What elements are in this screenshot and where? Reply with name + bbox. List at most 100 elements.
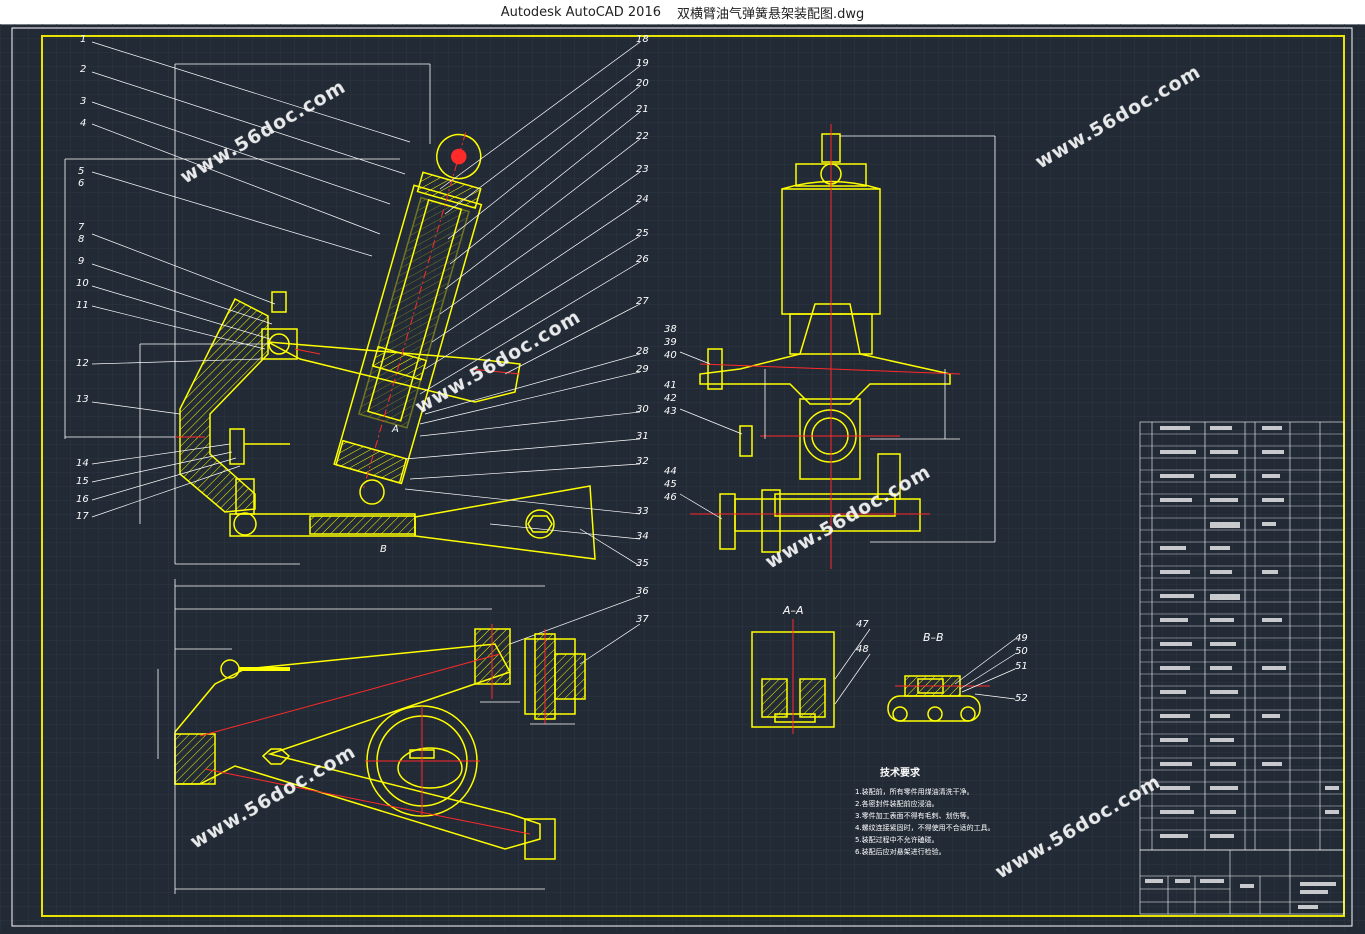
arrow-a-label: A	[391, 424, 399, 435]
part-21: 21	[636, 104, 649, 115]
arm-nut	[261, 748, 291, 765]
tech-req-title: 技术要求	[880, 766, 921, 779]
title-block	[1139, 849, 1345, 915]
upper-arm	[267, 341, 521, 403]
part-41: 41	[664, 380, 677, 391]
part-11: 11	[76, 300, 89, 311]
front-centerlines	[175, 348, 521, 438]
part-25: 25	[636, 228, 649, 239]
tech-req-4: 4.螺纹连接紧固时，不得使用不合适的工具。	[855, 823, 995, 832]
bb-roller-b	[927, 706, 943, 722]
side-knuckle	[799, 398, 861, 480]
tech-req-5: 5.装配过程中不允许磕碰。	[855, 835, 939, 844]
section-bb[interactable]	[887, 638, 1016, 722]
side-leaders	[679, 351, 743, 520]
tech-req-1: 1.装配前，所有零件用煤油清洗干净。	[855, 787, 974, 796]
section-labels: A–A B–B A B	[380, 424, 944, 644]
side-lower-arm	[774, 493, 896, 517]
part-40: 40	[664, 350, 677, 361]
side-upper-arm	[699, 303, 951, 405]
top-view[interactable]	[157, 579, 586, 894]
part-46: 46	[664, 492, 677, 503]
part-16: 16	[76, 494, 89, 505]
side-bush-mid	[761, 489, 781, 553]
bolt-mid	[229, 428, 245, 465]
part-30: 30	[636, 404, 649, 415]
bb-roller-a	[892, 706, 908, 722]
part-36: 36	[636, 586, 649, 597]
side-bush-left	[719, 493, 736, 550]
part-20: 20	[636, 78, 649, 89]
lower-pivot	[233, 512, 257, 536]
part-52: 52	[1015, 693, 1028, 704]
side-cylinder	[781, 188, 881, 315]
part-31: 31	[636, 431, 649, 442]
part-51: 51	[1015, 661, 1028, 672]
strut-assembly	[333, 132, 483, 489]
drawing-svg: 1 2 3 4 5 6 7 8 9 10 11 12 13 14 15 16 1…	[0, 24, 1365, 930]
part-4: 4	[80, 118, 86, 129]
part-6: 6	[78, 178, 84, 189]
part-29: 29	[636, 364, 649, 375]
part-27: 27	[636, 296, 649, 307]
section-aa-label: A–A	[782, 604, 804, 617]
arrow-b-label: B	[380, 544, 387, 555]
part-17: 17	[76, 511, 89, 522]
ball-joint-plan	[524, 818, 556, 860]
side-bolt	[739, 425, 753, 457]
part-49: 49	[1015, 633, 1028, 644]
strut-centerline	[363, 132, 467, 489]
part-43: 43	[664, 406, 677, 417]
side-view[interactable]	[690, 124, 996, 569]
parts-list-table	[1139, 421, 1345, 851]
top-dimensions	[157, 579, 575, 894]
part-26: 26	[636, 254, 649, 265]
app-name: Autodesk AutoCAD 2016	[500, 4, 661, 20]
drawing-canvas[interactable]: 1 2 3 4 5 6 7 8 9 10 11 12 13 14 15 16 1…	[0, 24, 1365, 930]
front-leaders	[91, 41, 641, 665]
part-34: 34	[636, 531, 649, 542]
part-2: 2	[80, 64, 86, 75]
spring-seat-inner	[397, 747, 463, 789]
section-aa[interactable]	[751, 619, 871, 734]
tech-req-3: 3.零件加工表面不得有毛刺、划伤等。	[855, 811, 974, 820]
part-23: 23	[636, 164, 649, 175]
part-28: 28	[636, 346, 649, 357]
tech-req-6: 6.装配后应对悬架进行检验。	[855, 847, 946, 856]
part-12: 12	[76, 358, 89, 369]
tech-req-2: 2.各密封件装配前应浸油。	[855, 799, 939, 808]
aa-base	[774, 713, 816, 723]
top-centerlines	[199, 624, 546, 835]
part-48: 48	[856, 644, 869, 655]
part-42: 42	[664, 393, 677, 404]
part-7: 7	[78, 222, 85, 233]
file-name: 双横臂油气弹簧悬架装配图.dwg	[676, 6, 865, 22]
bolt-lower	[235, 478, 255, 515]
lower-arm-end	[414, 485, 596, 560]
part-32: 32	[636, 456, 649, 467]
part-18: 18	[636, 34, 649, 45]
side-centerlines	[690, 124, 961, 569]
part-8: 8	[78, 234, 84, 245]
part-24: 24	[636, 194, 649, 205]
part-5: 5	[78, 166, 84, 177]
frame-section	[554, 653, 586, 700]
ball-joint-lower	[525, 509, 555, 539]
strut-lower-eye	[359, 479, 385, 505]
side-dimensions	[764, 135, 996, 543]
part-9: 9	[78, 256, 84, 267]
technical-requirements: 技术要求 1.装配前，所有零件用煤油清洗干净。 2.各密封件装配前应浸油。 3.…	[855, 766, 995, 856]
part-22: 22	[636, 131, 649, 142]
part-33: 33	[636, 506, 649, 517]
bolt-upper	[271, 291, 287, 313]
part-1: 1	[80, 34, 86, 45]
part-15: 15	[76, 476, 89, 487]
side-left-flange	[707, 348, 723, 390]
part-number-labels: 1 2 3 4 5 6 7 8 9 10 11 12 13 14 15 16 1…	[76, 34, 1028, 704]
part-10: 10	[76, 278, 89, 289]
part-39: 39	[664, 337, 677, 348]
section-bb-label: B–B	[923, 631, 944, 644]
part-45: 45	[664, 479, 677, 490]
part-35: 35	[636, 558, 649, 569]
part-47: 47	[856, 619, 869, 630]
